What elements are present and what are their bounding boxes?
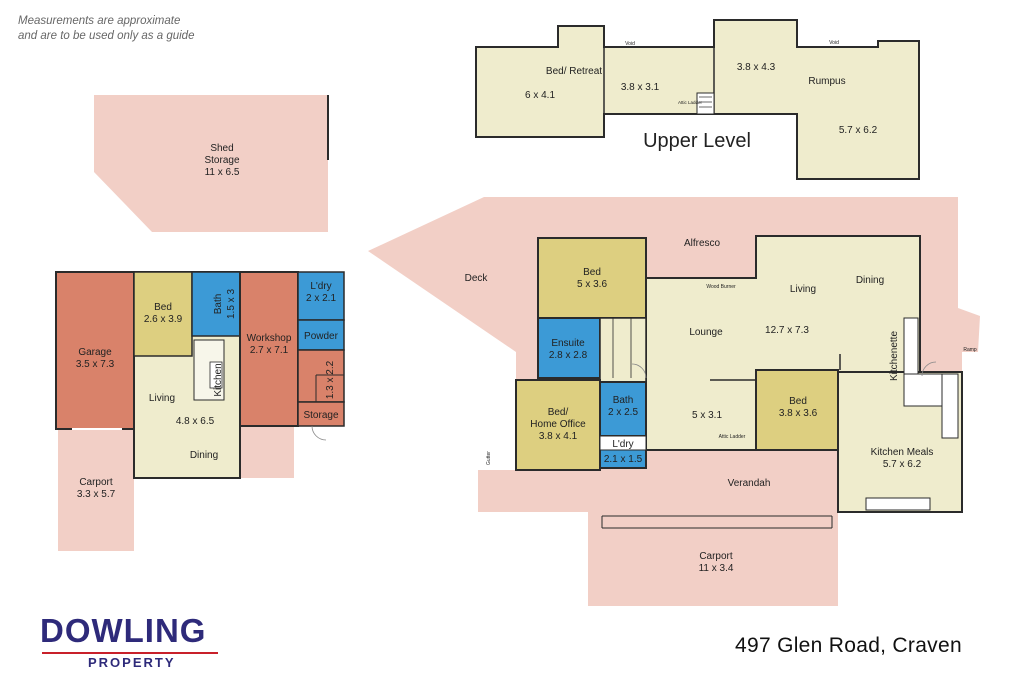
main-carport-size: 11 x 3.4 <box>699 563 734 574</box>
ensuite-label: Ensuite <box>551 338 585 349</box>
flat-carport-label: Carport <box>79 477 113 488</box>
main-living-label: Living <box>790 284 816 295</box>
flat-storage-label: Storage <box>303 410 338 421</box>
flat-dining-label: Dining <box>190 450 218 461</box>
flat-workshop-label: Workshop <box>247 333 292 344</box>
main-bath-size: 2 x 2.5 <box>608 407 638 418</box>
flat-garage-size: 3.5 x 7.3 <box>76 359 115 370</box>
kitchen-meals-size: 5.7 x 6.2 <box>883 459 922 470</box>
kitchen-bench-bottom <box>865 497 931 511</box>
bed1-size: 5 x 3.6 <box>577 279 607 290</box>
logo-subtext: PROPERTY <box>88 655 176 670</box>
flat-workshop-room <box>239 271 299 427</box>
gutter-label: Gutter <box>486 451 492 465</box>
shed-plan: Shed Storage 11 x 6.5 <box>94 95 329 232</box>
main-bath-room <box>599 381 647 437</box>
disclaimer-line-1: Measurements are approximate <box>18 15 181 27</box>
flat-living-label: Living <box>149 393 175 404</box>
flat-laundry-label: L'dry <box>310 281 331 292</box>
flat-carport-area <box>58 429 134 551</box>
main-attic-ladder: Attic Ladder <box>719 434 746 440</box>
upper-bed-retreat-label: Bed/ Retreat <box>546 66 602 77</box>
shed-label: Shed <box>210 143 233 154</box>
bed-office-label-1: Bed/ <box>548 407 569 418</box>
upper-bed-retreat-size-2: 3.8 x 3.1 <box>621 82 660 93</box>
disclaimer-line-2: and are to be used only as a guide <box>18 30 195 42</box>
dowling-property-logo: DOWLING PROPERTY <box>40 612 222 672</box>
shed-size: 11 x 6.5 <box>205 167 240 178</box>
hall-robe <box>599 317 647 383</box>
logo-wordmark: DOWLING <box>40 612 207 649</box>
bed1-label: Bed <box>583 267 601 278</box>
kitchen-meals-label: Kitchen Meals <box>871 447 934 458</box>
main-house-plan: Deck Alfresco Bed 5 x 3.6 Ensuite 2.8 x … <box>368 197 980 606</box>
upper-level-title: Upper Level <box>643 130 751 152</box>
upper-attic-hatch <box>696 92 715 115</box>
kitchenette-label: Kitchenette <box>889 331 900 381</box>
bed2-label: Bed <box>789 396 807 407</box>
flat-small-room-size: 1.3 x 2.2 <box>325 360 336 399</box>
main-living-size: 12.7 x 7.3 <box>765 325 809 336</box>
door-swing-kitchen <box>921 361 937 377</box>
kitchenette-bench <box>903 317 919 375</box>
laundry-bench <box>599 435 647 451</box>
main-carport-label: Carport <box>699 551 733 562</box>
ensuite-size: 2.8 x 2.8 <box>549 350 588 361</box>
secondary-dwelling-plan: Garage 3.5 x 7.3 Bed 2.6 x 3.9 Bath 1.5 … <box>55 271 345 551</box>
bed-office-room <box>515 379 601 471</box>
upper-void-right: Void <box>829 40 839 46</box>
upper-attic-ladder: Attic Ladder <box>678 100 703 105</box>
main-laundry-size: 2.1 x 1.5 <box>604 454 643 465</box>
main-dining-label: Dining <box>856 275 884 286</box>
flat-living-size: 4.8 x 6.5 <box>176 416 215 427</box>
flat-kitchen-sink <box>209 361 223 389</box>
flat-bath-size: 1.5 x 3 <box>226 289 237 319</box>
flat-storage-room <box>297 401 345 427</box>
verandah-label: Verandah <box>728 478 771 489</box>
bed-office-size: 3.8 x 4.1 <box>539 431 578 442</box>
flat-bath-room <box>191 271 241 337</box>
flat-door-swing <box>311 425 327 441</box>
flat-kitchen-label: Kitchen <box>213 363 224 396</box>
wood-burner-label: Wood Burner <box>706 284 736 290</box>
workshop-apron <box>240 426 294 478</box>
shed-label-2: Storage <box>204 155 239 166</box>
flat-powder-label: Powder <box>304 331 339 342</box>
upper-rumpus-size-2: 5.7 x 6.2 <box>839 125 878 136</box>
kitchen-bench-side <box>941 373 959 439</box>
bed-office-label-2: Home Office <box>530 419 586 430</box>
flat-small-room <box>297 349 345 403</box>
flat-bed-size: 2.6 x 3.9 <box>144 314 183 325</box>
flat-laundry-size: 2 x 2.1 <box>306 293 336 304</box>
main-bath-label: Bath <box>613 395 634 406</box>
upper-bed-retreat-size-1: 6 x 4.1 <box>525 90 555 101</box>
bed2-room <box>755 369 839 451</box>
upper-rumpus-label: Rumpus <box>808 76 845 87</box>
upper-level-plan: Bed/ Retreat 6 x 4.1 3.8 x 3.1 3.8 x 4.3… <box>475 19 920 180</box>
flat-garage-label: Garage <box>78 347 112 358</box>
lounge-size: 5 x 3.1 <box>692 410 722 421</box>
property-address: 497 Glen Road, Craven <box>735 634 962 657</box>
lounge-label: Lounge <box>689 327 723 338</box>
logo-underline <box>42 652 218 654</box>
bed2-size: 3.8 x 3.6 <box>779 408 818 419</box>
main-laundry-label: L'dry <box>612 439 633 450</box>
flat-workshop-size: 2.7 x 7.1 <box>250 345 289 356</box>
flat-bed-label: Bed <box>154 302 172 313</box>
flat-carport-size: 3.3 x 5.7 <box>77 489 116 500</box>
flat-bed-room <box>133 271 193 357</box>
bed1-room <box>537 237 647 319</box>
upper-void-left: Void <box>625 41 635 47</box>
door-swing-ensuite <box>631 363 647 379</box>
flat-bath-label: Bath <box>213 294 224 315</box>
deck-label: Deck <box>465 273 489 284</box>
alfresco-label: Alfresco <box>684 238 721 249</box>
ramp-label: Ramp <box>963 347 977 353</box>
disclaimer-note: Measurements are approximate and are to … <box>18 14 194 44</box>
upper-rumpus-size-1: 3.8 x 4.3 <box>737 62 776 73</box>
shed-area <box>94 95 328 232</box>
